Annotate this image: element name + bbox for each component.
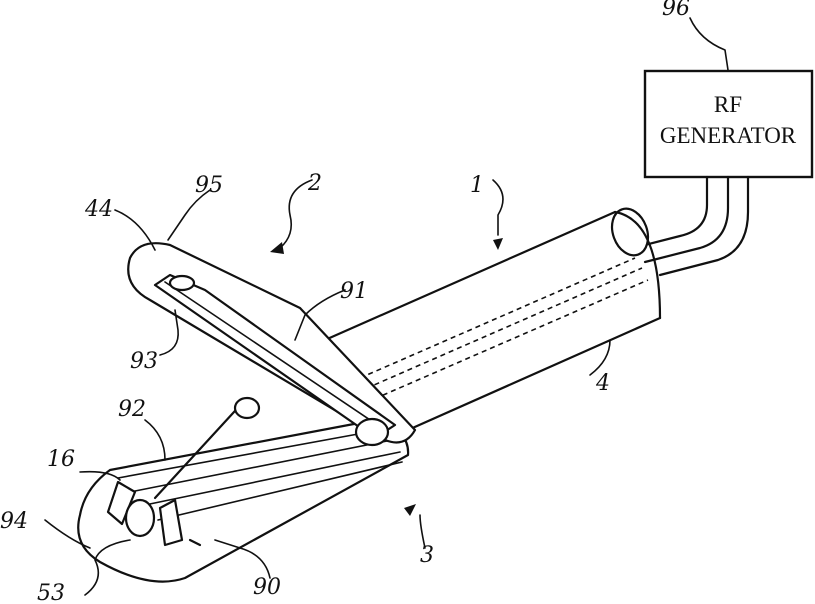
label-93: 93 <box>130 349 158 374</box>
label-3: 3 <box>420 543 434 568</box>
label-90: 90 <box>253 575 281 600</box>
label-96: 96 <box>662 0 690 21</box>
label-91: 91 <box>340 279 368 304</box>
label-95: 95 <box>195 173 223 198</box>
label-1: 1 <box>470 173 484 198</box>
label-53: 53 <box>37 581 65 604</box>
label-2: 2 <box>307 171 322 196</box>
upper-jaw <box>128 243 415 445</box>
rf-generator-line1: RF <box>714 92 742 117</box>
label-44: 44 <box>84 197 113 222</box>
label-16: 16 <box>47 447 75 472</box>
label-94: 94 <box>0 509 28 534</box>
label-92: 92 <box>118 397 146 422</box>
rf-generator-line2: GENERATOR <box>660 123 797 148</box>
rf-generator-box: RF GENERATOR <box>645 71 812 177</box>
label-4: 4 <box>595 371 610 396</box>
